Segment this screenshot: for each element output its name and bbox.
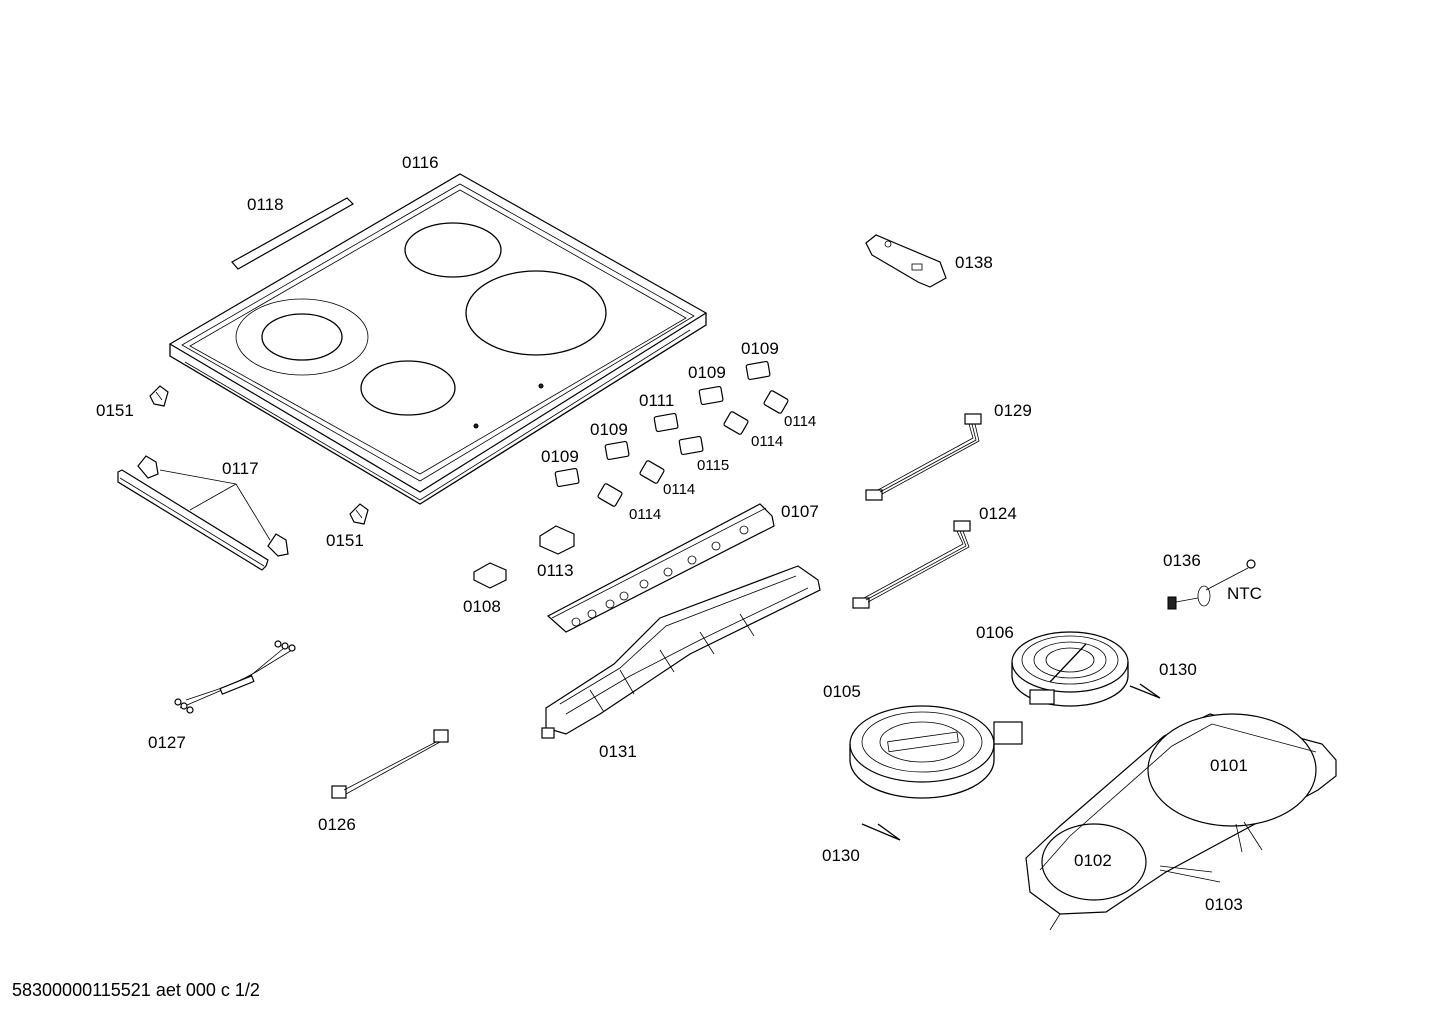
label-0101: 0101: [1210, 756, 1248, 775]
seal-strip-0118: [231, 197, 354, 270]
base-tray-0101: [1025, 713, 1337, 931]
heating-element-0106: [1011, 631, 1129, 707]
control-housing-0131: [541, 565, 821, 739]
cable-0126: [331, 729, 449, 799]
label-0114-d: 0114: [629, 506, 661, 523]
label-0136: 0136: [1163, 551, 1201, 570]
button-caps-group: [473, 360, 789, 589]
drawing-id-footer: 58300000115521 aet 000 c 1/2: [12, 980, 260, 1000]
ntc-sensor-0136: [1167, 559, 1256, 610]
label-0109-a: 0109: [741, 339, 779, 358]
label-0151-left: 0151: [96, 401, 134, 420]
cable-0127: [174, 640, 296, 714]
mounting-rail-0117: [117, 455, 289, 571]
label-0116: 0116: [402, 153, 439, 172]
label-0109-b: 0109: [688, 363, 726, 382]
label-0114-a: 0114: [784, 413, 816, 430]
bracket-0138: [865, 234, 947, 288]
heating-element-0105: [849, 705, 1023, 799]
label-0130-top: 0130: [1159, 660, 1197, 679]
cable-harness-0129: [865, 413, 982, 501]
label-0126: 0126: [318, 815, 356, 834]
label-0130-bottom: 0130: [822, 846, 860, 865]
cooktop-frame-0116: [168, 173, 708, 505]
label-0124: 0124: [979, 504, 1017, 523]
label-0106: 0106: [976, 623, 1014, 642]
label-0138: 0138: [955, 253, 993, 272]
label-0115: 0115: [697, 457, 729, 474]
label-0113: 0113: [537, 561, 574, 580]
clip-0151-left: [149, 385, 169, 407]
label-0102: 0102: [1074, 851, 1112, 870]
clip-0130-bottom: [861, 823, 901, 841]
label-0127: 0127: [148, 733, 186, 752]
label-0103: 0103: [1205, 895, 1243, 914]
cable-harness-0124: [852, 520, 971, 609]
control-board-0107: [546, 503, 775, 633]
label-0117: 0117: [222, 459, 259, 478]
clip-0151-bottom: [349, 503, 369, 525]
label-0107: 0107: [781, 502, 819, 521]
label-0131: 0131: [599, 742, 637, 761]
label-0114-b: 0114: [751, 433, 783, 450]
label-0109-d: 0109: [541, 447, 579, 466]
label-0129: 0129: [994, 401, 1032, 420]
label-ntc: NTC: [1227, 584, 1262, 603]
label-0151-bottom: 0151: [326, 531, 364, 550]
clip-0130-top: [1129, 683, 1161, 699]
label-0108: 0108: [463, 597, 501, 616]
label-0114-c: 0114: [663, 481, 695, 498]
label-0109-c: 0109: [590, 420, 628, 439]
label-0118: 0118: [247, 195, 284, 214]
label-0105: 0105: [823, 682, 861, 701]
label-0111: 0111: [639, 391, 674, 410]
